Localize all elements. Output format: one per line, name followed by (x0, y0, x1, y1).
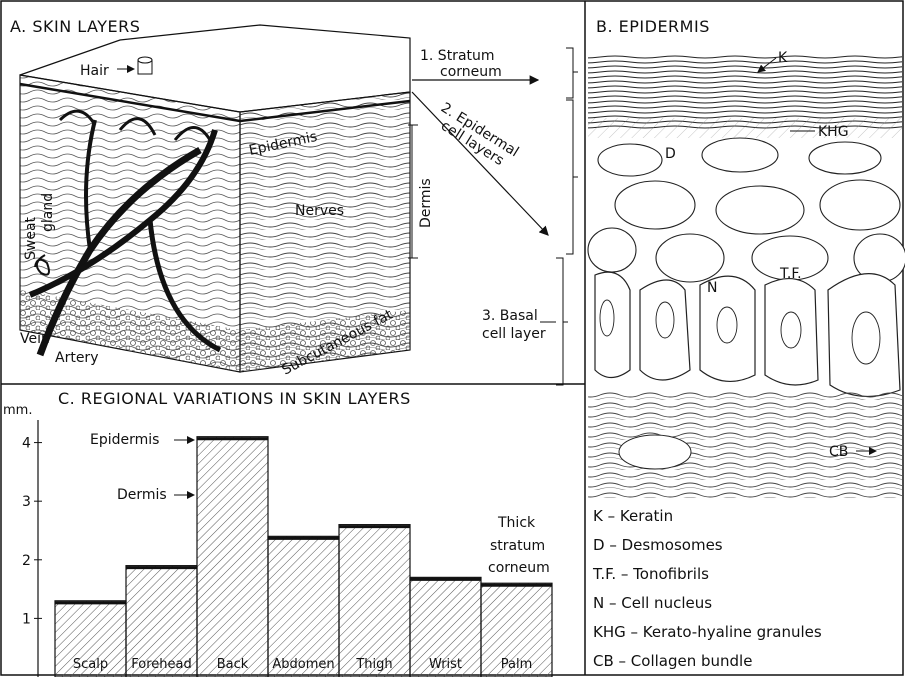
y-tick-label-4: 4 (22, 436, 31, 452)
legend-item-d: D – Desmosomes (593, 531, 898, 560)
legend-item-k: K – Keratin (593, 502, 898, 531)
epidermal-cells (588, 138, 905, 282)
bracket-basal (540, 258, 568, 385)
y-tick-label-2: 2 (22, 553, 31, 569)
bracket-epidermal (566, 100, 578, 254)
legend-item-khg: KHG – Kerato-hyaline granules (593, 618, 898, 647)
callout-3-line1: 3. Basal (482, 308, 538, 324)
legend-list: K – Keratin D – Desmosomes T.F. – Tonofi… (593, 502, 898, 676)
annot-thick-1: Thick (497, 515, 536, 531)
label-artery: Artery (55, 350, 98, 366)
legend-item-n: N – Cell nucleus (593, 589, 898, 618)
granular-layer (588, 118, 902, 138)
bar-thigh (339, 525, 410, 677)
bar-abdomen (268, 536, 339, 677)
annot-epidermis: Epidermis (90, 432, 159, 448)
bar-label-wrist: Wrist (429, 657, 462, 672)
label-k: K (778, 50, 788, 66)
panel-b: B. EPIDERMIS (588, 17, 905, 498)
y-tick-label-1: 1 (22, 611, 31, 627)
label-sweat: Sweat (23, 216, 39, 260)
label-khg: KHG (818, 124, 849, 140)
bar-label-back: Back (217, 657, 249, 672)
bar-label-thigh: Thigh (355, 657, 392, 672)
annot-dermis: Dermis (117, 487, 167, 503)
hair-follicle (138, 57, 152, 74)
label-dermis-a: Dermis (418, 178, 434, 228)
label-cb: CB (829, 444, 848, 460)
bracket-stratum (566, 48, 578, 98)
callout-3-line2: cell layer (482, 326, 546, 342)
y-unit: mm. (3, 403, 32, 418)
y-ticks: 1 2 3 4 (22, 436, 42, 628)
panel-b-title: B. EPIDERMIS (596, 17, 710, 36)
bar-label-forehead: Forehead (131, 657, 191, 672)
callout-1-line1: 1. Stratum (420, 48, 495, 64)
label-hair: Hair (80, 63, 109, 79)
bar-back (197, 437, 268, 677)
panel-c: C. REGIONAL VARIATIONS IN SKIN LAYERS mm… (3, 389, 552, 677)
panel-a-title: A. SKIN LAYERS (10, 17, 140, 36)
panel-a: A. SKIN LAYERS Hair Epidermis Nerves Der… (10, 17, 578, 385)
label-nerves: Nerves (295, 203, 344, 219)
bars (55, 437, 552, 677)
legend-item-tf: T.F. – Tonofibrils (593, 560, 898, 589)
bar-label-scalp: Scalp (73, 657, 108, 672)
bar-label-abdomen: Abdomen (272, 657, 334, 672)
annot-thick-3: corneum (488, 560, 550, 576)
label-tf: T.F. (779, 266, 802, 282)
legend-item-cb: CB – Collagen bundle (593, 647, 898, 676)
chart-title: C. REGIONAL VARIATIONS IN SKIN LAYERS (58, 389, 411, 408)
annot-thick-2: stratum (490, 538, 545, 554)
label-n: N (707, 280, 717, 296)
label-d: D (665, 146, 676, 162)
bar-label-palm: Palm (501, 657, 533, 672)
label-vein: Vein (20, 331, 50, 347)
label-gland: gland (40, 193, 56, 232)
callout-1-line2: corneum (440, 64, 502, 80)
y-tick-label-3: 3 (22, 494, 31, 510)
collagen-cell (619, 435, 691, 469)
